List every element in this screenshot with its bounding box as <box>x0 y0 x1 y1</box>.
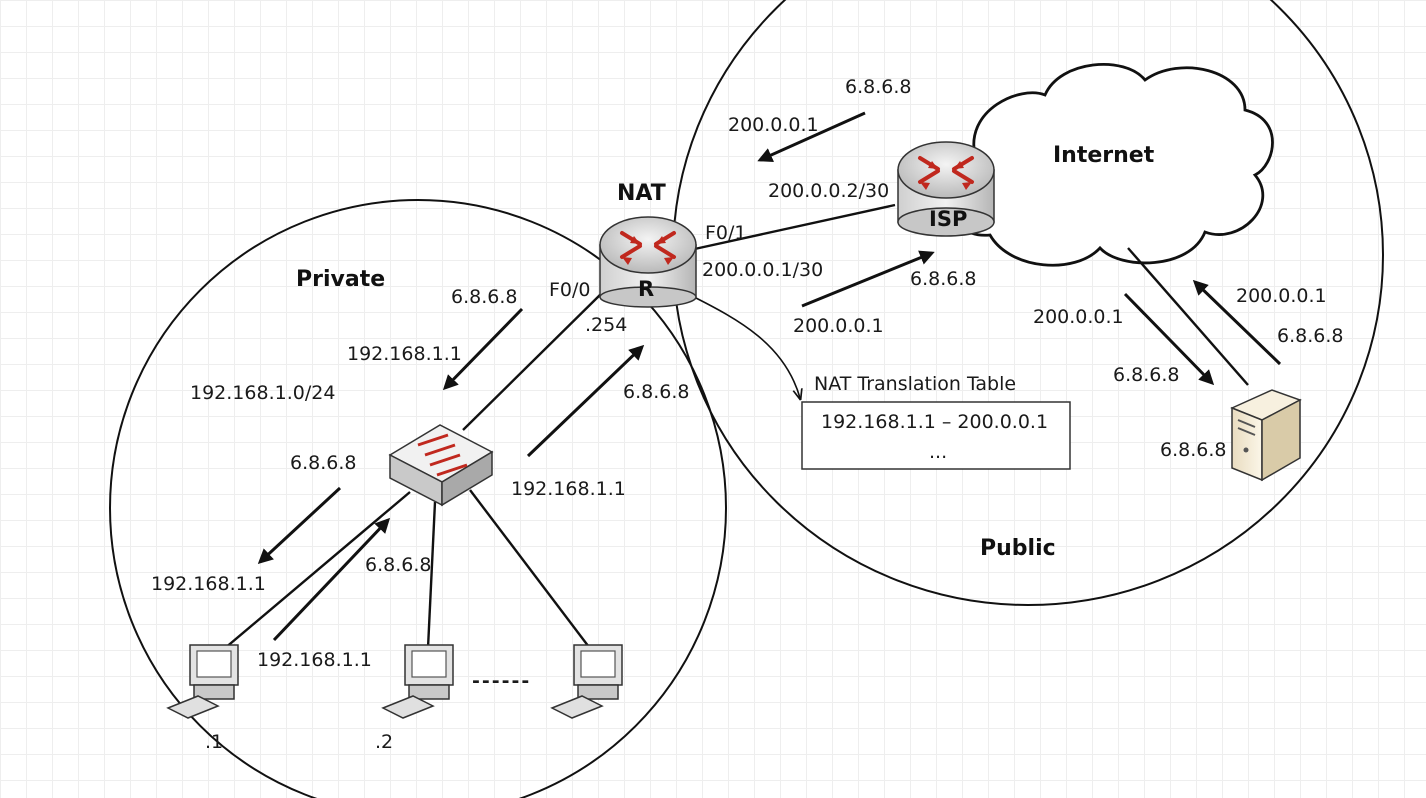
pkt-isp-to-r-src: 6.8.6.8 <box>845 76 911 98</box>
pkt-r-to-isp-src: 200.0.0.1 <box>793 315 884 337</box>
cable-switch-pc3 <box>469 489 596 656</box>
cable-r-switch <box>462 289 606 431</box>
cable-r-isp <box>689 203 896 252</box>
pc-2-icon[interactable] <box>381 644 454 719</box>
zone-label-public: Public <box>980 536 1056 561</box>
isp-router-icon[interactable] <box>897 141 995 237</box>
private-zone <box>109 199 727 798</box>
nat-router-icon[interactable] <box>599 216 697 308</box>
pc-ellipsis: ------ <box>472 670 531 692</box>
arrow-pc-to-switch <box>272 517 391 642</box>
pkt-isp-to-r-dst: 200.0.0.1 <box>728 114 819 136</box>
arrow-r-to-switch <box>442 307 524 391</box>
internet-cloud <box>944 62 1274 267</box>
pc1-host: .1 <box>205 731 223 753</box>
pkt-sw-to-pc-dst: 192.168.1.1 <box>151 573 266 595</box>
nat-table-title: NAT Translation Table <box>814 373 1016 395</box>
labels: Private Public Internet 192.168.1.0/24 N… <box>151 76 1343 753</box>
nat-title: NAT <box>617 181 666 206</box>
pkt-cloud-to-srv-dst: 6.8.6.8 <box>1113 364 1179 386</box>
server-ip: 6.8.6.8 <box>1160 439 1226 461</box>
cable-cloud-server <box>1127 247 1249 386</box>
switch-icon[interactable] <box>388 424 494 507</box>
isp-label: ISP <box>929 207 967 231</box>
subnet-label: 192.168.1.0/24 <box>190 382 335 404</box>
arrow-r-to-nat-table <box>689 294 800 398</box>
pkt-sw-to-r-src: 192.168.1.1 <box>511 478 626 500</box>
zone-label-private: Private <box>296 267 385 292</box>
pkt-r-to-sw-dst: 192.168.1.1 <box>347 343 462 365</box>
r-wan-ip: 200.0.0.1/30 <box>702 259 823 281</box>
pkt-srv-to-cloud-dst: 200.0.0.1 <box>1236 285 1327 307</box>
cables <box>204 203 1249 666</box>
arrow-server-to-cloud <box>1192 279 1282 366</box>
nat-table-row-1: 192.168.1.1 – 200.0.0.1 <box>821 411 1048 433</box>
nat-table-row-2: ... <box>929 441 947 463</box>
pc2-host: .2 <box>375 731 393 753</box>
arrow-switch-to-pc <box>257 486 342 565</box>
pkt-sw-to-r-dst: 6.8.6.8 <box>623 381 689 403</box>
pkt-cloud-to-srv-src: 200.0.0.1 <box>1033 306 1124 328</box>
arrow-isp-to-r <box>757 111 866 162</box>
pkt-sw-to-pc-src: 6.8.6.8 <box>290 452 356 474</box>
arrow-switch-to-r <box>526 344 645 458</box>
cable-switch-pc2 <box>426 501 437 649</box>
arrow-r-to-isp <box>801 250 935 308</box>
zone-label-internet: Internet <box>1053 143 1155 168</box>
arrow-cloud-to-server <box>1123 292 1215 386</box>
iface-f0-0: F0/0 <box>549 279 591 301</box>
isp-ip: 200.0.0.2/30 <box>768 180 889 202</box>
r-lan-ip: .254 <box>585 314 627 336</box>
pkt-r-to-isp-dst: 6.8.6.8 <box>910 268 976 290</box>
pkt-pc-to-sw-src: 192.168.1.1 <box>257 649 372 671</box>
pc-3-icon[interactable] <box>550 644 623 719</box>
nat-translation-table <box>801 401 1071 470</box>
pkt-pc-to-sw-dst: 6.8.6.8 <box>365 554 431 576</box>
pkt-srv-to-cloud-src: 6.8.6.8 <box>1277 325 1343 347</box>
pc-1-icon[interactable] <box>166 644 239 719</box>
iface-f0-1: F0/1 <box>705 222 747 244</box>
router-label: R <box>638 277 654 301</box>
pkt-r-to-sw-src: 6.8.6.8 <box>451 286 517 308</box>
packet-arrows <box>257 111 1282 642</box>
server-icon[interactable] <box>1230 389 1302 482</box>
